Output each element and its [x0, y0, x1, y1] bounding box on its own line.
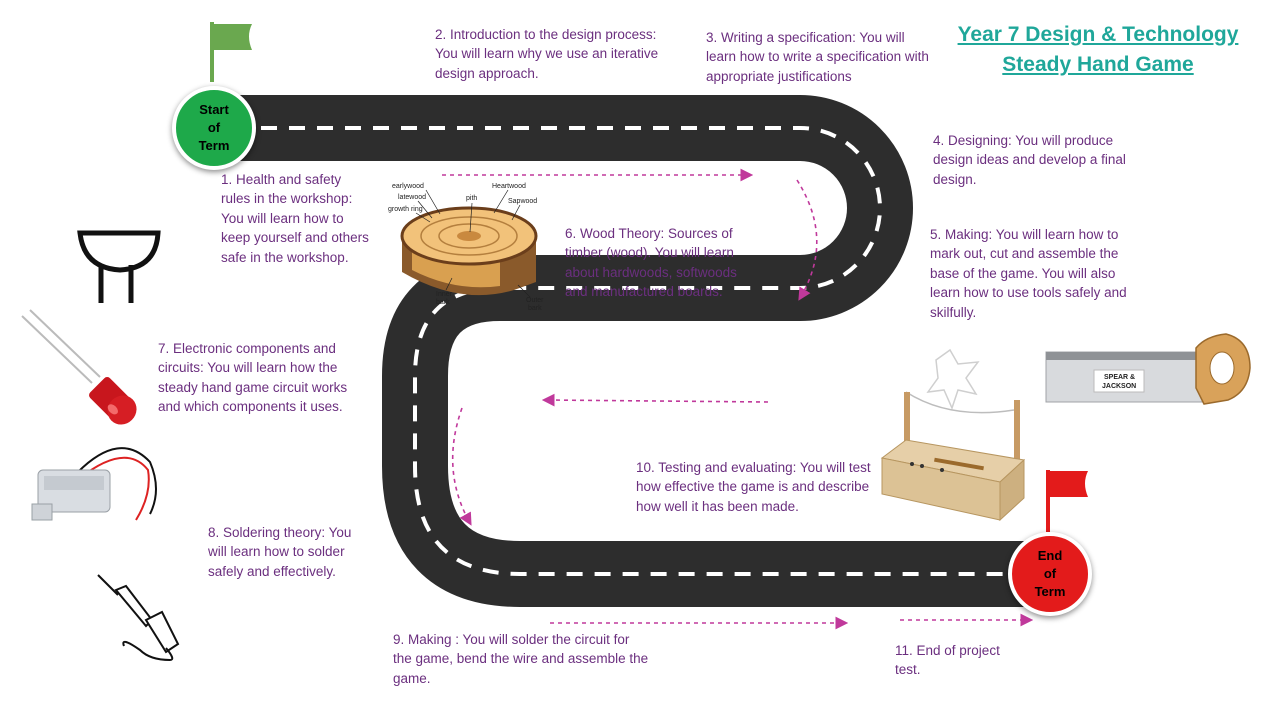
- soldering-stand-icon: [77, 230, 161, 303]
- title-line-1: Year 7 Design & Technology: [957, 23, 1239, 46]
- steady-hand-game-icon: [880, 348, 1026, 522]
- wood-label-latewood: latewood: [398, 194, 426, 201]
- end-flag-icon: [1046, 470, 1088, 532]
- wood-label-sapwood: Sapwood: [508, 198, 537, 205]
- step-11-end-test: 11. End of project test.: [895, 643, 1000, 678]
- start-marker-line-3: Term: [198, 138, 230, 153]
- wood-label-earlywood: earlywood: [392, 183, 424, 190]
- wood-label-inner-bark-1: Inner: [436, 291, 453, 298]
- start-flag-icon: [210, 22, 252, 82]
- saw-brand-line1: SPEAR &: [1104, 374, 1135, 381]
- title-line-2: Steady Hand Game: [1002, 53, 1194, 76]
- end-of-term-marker: End of Term: [1008, 532, 1092, 616]
- soldering-iron-icon: [97, 574, 180, 662]
- step-3-specification: 3. Writing a specification: You will lea…: [706, 30, 929, 84]
- led-icon: [21, 309, 137, 425]
- end-marker-line-2: of: [1043, 566, 1057, 581]
- end-marker-line-1: End: [1037, 548, 1063, 563]
- wood-label-outer-bark-2: bark: [528, 305, 542, 312]
- start-of-term-marker: Start of Term: [172, 86, 256, 170]
- step-1-health-safety: 1. Health and safety rules in the worksh…: [221, 172, 369, 265]
- wood-label-heartwood: Heartwood: [492, 183, 526, 190]
- page-title: Year 7 Design & Technology Steady Hand G…: [930, 20, 1266, 80]
- step-4-designing: 4. Designing: You will produce design id…: [933, 133, 1126, 187]
- wood-label-pith: pith: [466, 195, 477, 202]
- buzzer-icon: [31, 447, 157, 521]
- wood-label-outer-bark-1: Outer: [526, 297, 544, 304]
- start-marker-line-1: Start: [199, 102, 229, 117]
- step-5-making: 5. Making: You will learn how to mark ou…: [930, 227, 1127, 320]
- step-9-making: 9. Making : You will solder the circuit …: [393, 632, 649, 686]
- arrow-3: [541, 393, 769, 407]
- saw-brand-line2: JACKSON: [1102, 383, 1136, 390]
- step-2-design-process: 2. Introduction to the design process: Y…: [435, 27, 659, 81]
- step-7-electronics: 7. Electronic components and circuits: Y…: [158, 341, 348, 415]
- step-6-wood-theory: 6. Wood Theory: Sources of timber (wood)…: [565, 226, 737, 300]
- start-marker-line-2: of: [207, 120, 221, 135]
- wood-label-growth-ring: growth ring: [388, 206, 423, 213]
- end-marker-line-3: Term: [1034, 584, 1066, 599]
- tree-trunk-icon: earlywood latewood growth ring pith Hear…: [388, 183, 544, 312]
- wood-label-inner-bark-2: bark: [436, 299, 450, 306]
- step-8-soldering-theory: 8. Soldering theory: You will learn how …: [208, 525, 352, 579]
- step-10-testing: 10. Testing and evaluating: You will tes…: [636, 460, 871, 514]
- arrow-4: [451, 407, 472, 526]
- tenon-saw-icon: SPEAR & JACKSON: [1045, 333, 1251, 405]
